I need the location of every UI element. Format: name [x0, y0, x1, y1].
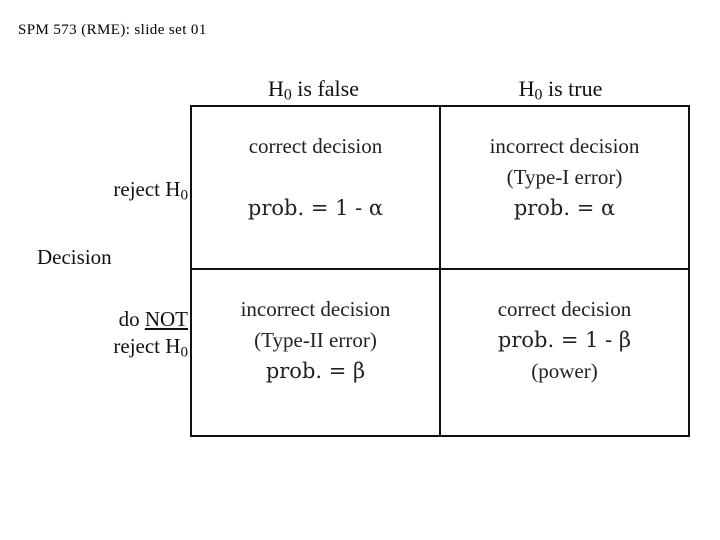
- cell-line-outcome: incorrect decision: [489, 134, 640, 158]
- cell-reject-h0-false-content: correct decision prob. = 1 - α: [192, 107, 439, 224]
- cell-line-note: (power): [531, 359, 598, 383]
- column-header-h0-true: H0 is true: [437, 76, 684, 108]
- cell-line-error-type: (Type-II error): [254, 328, 377, 352]
- cell-reject-h0-true-content: incorrect decision (Type-I error) prob. …: [441, 107, 688, 224]
- cell-line-outcome: correct decision: [248, 134, 383, 158]
- cell-line-outcome: correct decision: [497, 297, 632, 321]
- column-header-h0-true-subscript: 0: [534, 86, 543, 104]
- cell-line-probability: prob. = α: [513, 196, 616, 220]
- cell-line-error-type: (Type-I error): [506, 165, 623, 189]
- decision-matrix-table: correct decision prob. = 1 - α incorrect…: [190, 105, 690, 437]
- column-header-h0-false-base: H: [267, 76, 284, 101]
- row-label-do-not-line2: reject H0: [0, 333, 188, 366]
- table-row-do-not-reject-h0: incorrect decision (Type-II error) prob.…: [190, 268, 690, 437]
- cell-line-probability: prob. = 1 - α: [247, 196, 384, 220]
- cell-line-outcome: incorrect decision: [240, 297, 391, 321]
- cell-do-not-reject-h0-true-content: correct decision prob. = 1 - β (power): [441, 270, 688, 387]
- table-row-reject-h0: correct decision prob. = 1 - α incorrect…: [190, 105, 690, 270]
- cell-do-not-reject-h0-false-content: incorrect decision (Type-II error) prob.…: [192, 270, 439, 387]
- slide-title: SPM 573 (RME): slide set 01: [18, 22, 207, 38]
- cell-do-not-reject-h0-true: correct decision prob. = 1 - β (power): [439, 268, 690, 437]
- row-label-reject-subscript: 0: [180, 344, 188, 361]
- row-label-reject-text: reject H: [113, 334, 181, 358]
- column-header-h0-false: H0 is false: [190, 76, 437, 108]
- column-header-h0-true-base: H: [518, 76, 535, 101]
- column-header-h0-false-rest: is false: [291, 76, 359, 101]
- axis-label-decision: Decision: [37, 245, 112, 269]
- row-label-do-not-reject-h0: do NOT reject H0: [0, 306, 190, 366]
- column-header-h0-true-rest: is true: [542, 76, 603, 101]
- row-label-reject-h0: reject H0: [0, 176, 190, 209]
- row-label-reject-h0-subscript: 0: [180, 187, 188, 204]
- cell-do-not-reject-h0-false: incorrect decision (Type-II error) prob.…: [190, 268, 441, 437]
- cell-line-probability: prob. = 1 - β: [497, 328, 632, 352]
- cell-reject-h0-true: incorrect decision (Type-I error) prob. …: [439, 105, 690, 270]
- cell-line-probability: prob. = β: [265, 359, 366, 383]
- row-label-do-not-line1: do NOT: [0, 306, 188, 333]
- row-label-do-prefix: do: [118, 307, 145, 331]
- column-header-h0-false-subscript: 0: [283, 86, 292, 104]
- row-label-reject-h0-text: reject H: [113, 177, 181, 201]
- cell-reject-h0-false: correct decision prob. = 1 - α: [190, 105, 441, 270]
- row-label-not-underlined: NOT: [144, 307, 188, 331]
